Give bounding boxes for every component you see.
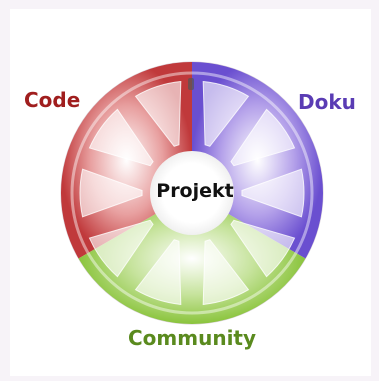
spoke-window [134,239,182,305]
spoke-window [88,108,154,167]
label-community: Community [128,326,257,350]
spoke-window [79,168,143,218]
label-doku: Doku [298,90,356,114]
hub [150,151,234,235]
center-label: Projekt [156,180,234,202]
spoke-window [134,81,182,147]
spoke-window [230,108,296,167]
valve-marker [188,78,194,90]
spoke-window [202,239,250,305]
spoke-window [241,168,305,218]
spoke-window [88,219,154,278]
spoke-window [230,219,296,278]
spoke-window [202,81,250,147]
label-code: Code [24,88,81,112]
spoke-windows [79,81,305,305]
